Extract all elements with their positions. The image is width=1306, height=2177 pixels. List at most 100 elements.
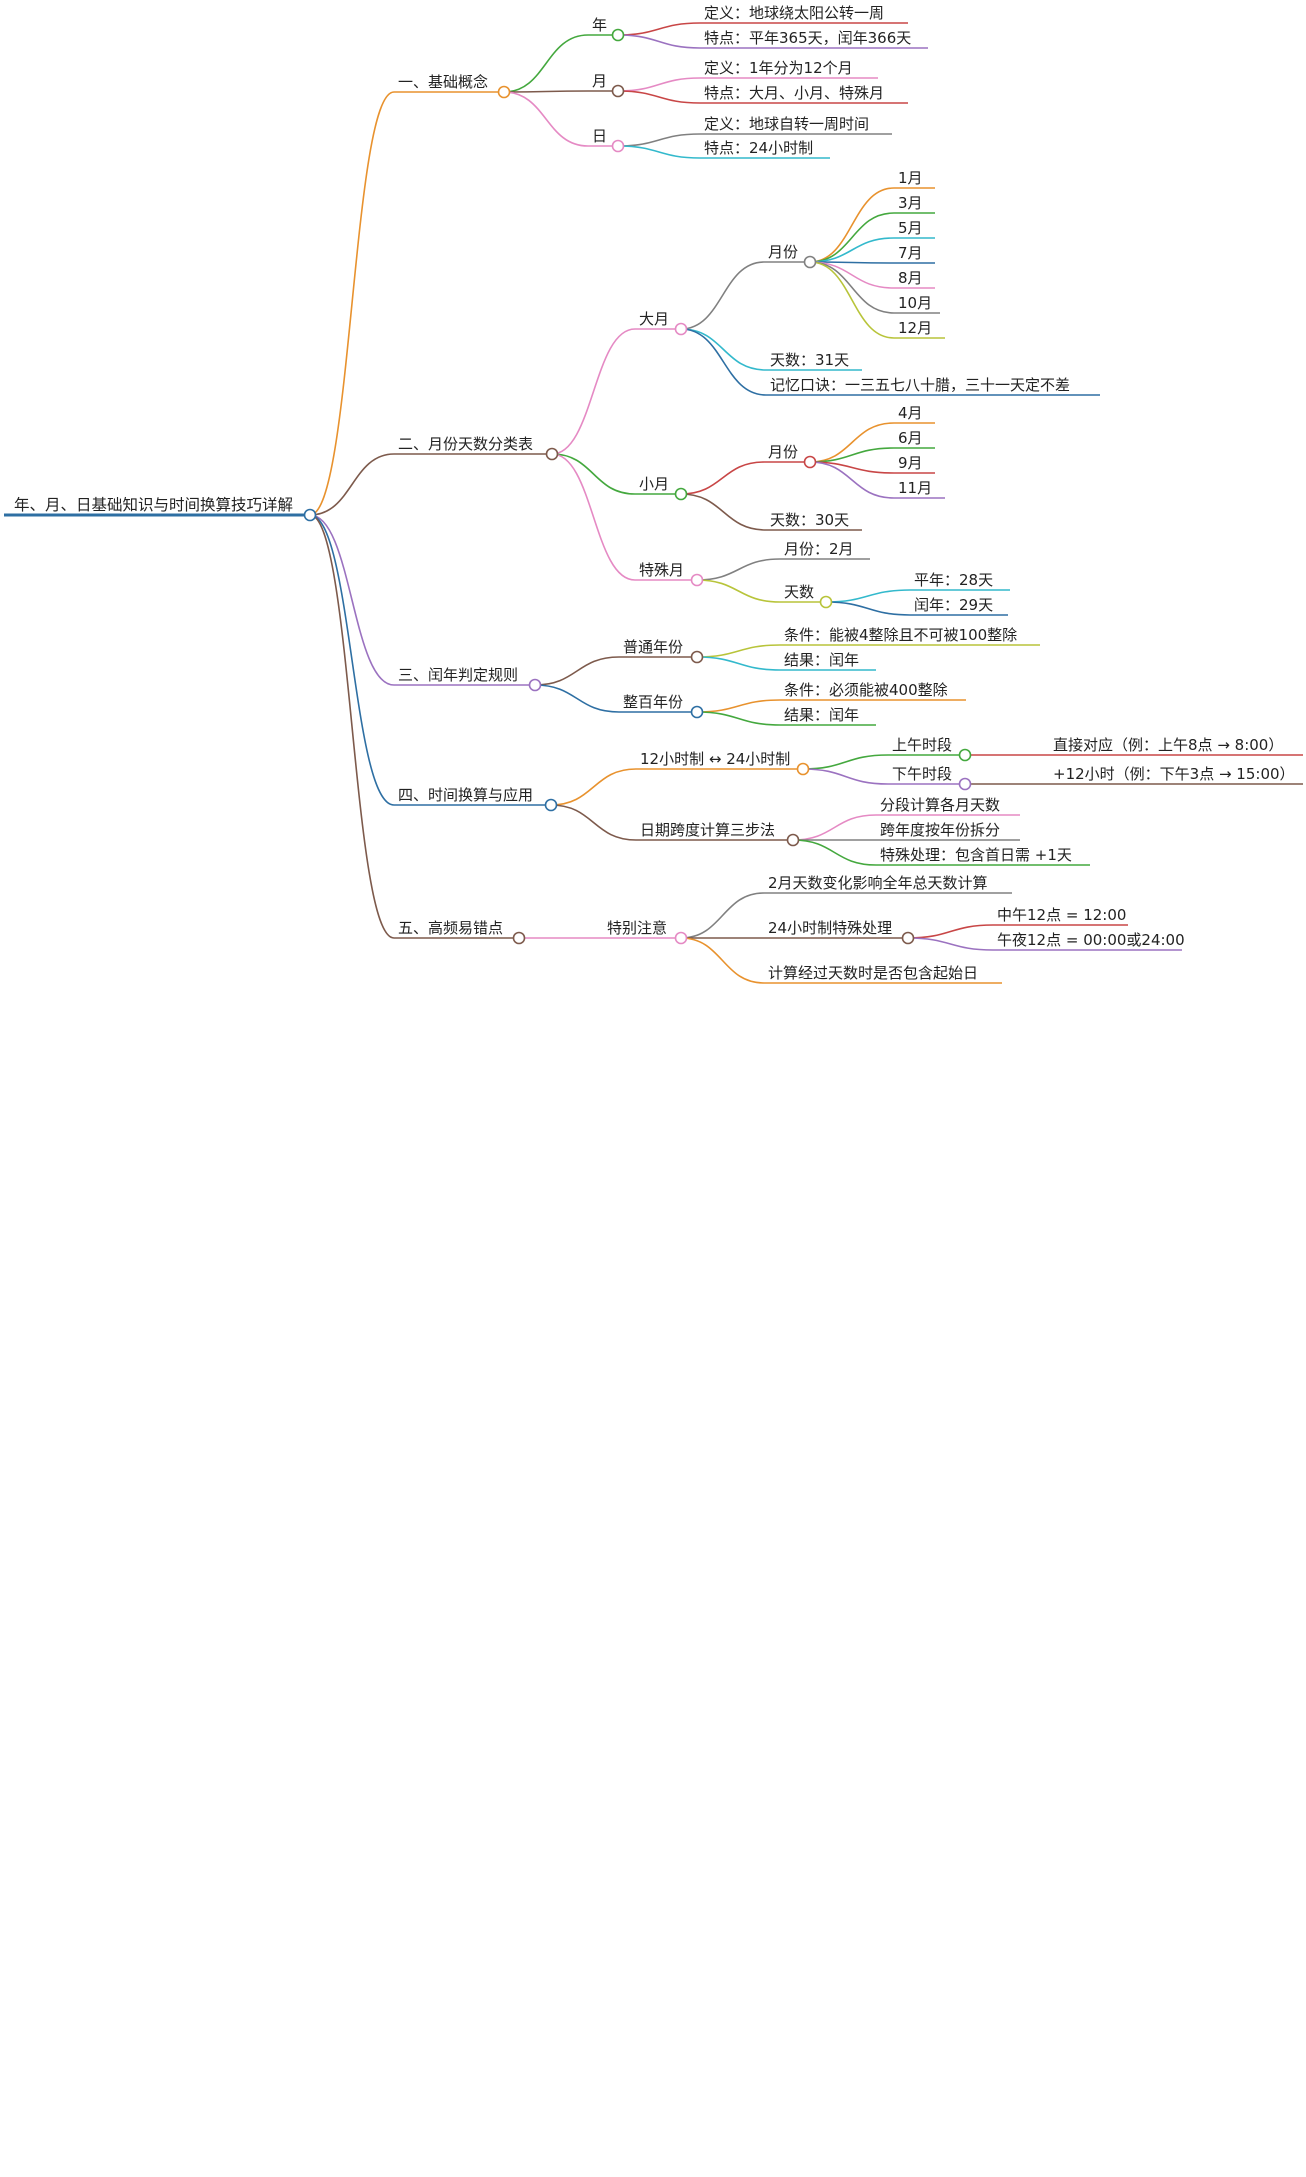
connector-n2-2 xyxy=(551,453,636,495)
node-label-n4-2: 日期跨度计算三步法 xyxy=(640,821,775,839)
node-label-n2-1-1-1: 1月 xyxy=(898,169,923,187)
collapse-toggle-n3-2[interactable] xyxy=(690,705,704,719)
connector-n4-1-1 xyxy=(802,754,889,770)
connector-n3-1-1 xyxy=(696,644,781,658)
connector-n2-3 xyxy=(551,453,636,581)
node-label-n2-1-1-5: 8月 xyxy=(898,269,923,287)
connector-n1 xyxy=(309,91,395,516)
collapse-toggle-root[interactable] xyxy=(303,508,317,522)
collapse-toggle-n5-1-2[interactable] xyxy=(901,931,915,945)
node-label-n2-3-2-2: 闰年：29天 xyxy=(914,596,993,614)
node-label-n2-1-2: 天数：31天 xyxy=(770,351,849,369)
node-label-n2-1-1: 月份 xyxy=(768,243,798,261)
collapse-toggle-n1-3[interactable] xyxy=(611,139,625,153)
node-label-n3-2-2: 结果：闰年 xyxy=(784,706,859,724)
node-label-n4: 四、时间换算与应用 xyxy=(398,786,533,804)
collapse-toggle-n5[interactable] xyxy=(512,931,526,945)
connector-n2-1-3 xyxy=(680,328,767,396)
collapse-toggle-n4-1-1[interactable] xyxy=(958,748,972,762)
node-label-n2-2-1-3: 9月 xyxy=(898,454,923,472)
collapse-toggle-n2-1[interactable] xyxy=(674,322,688,336)
node-label-n3-2-1: 条件：必须能被400整除 xyxy=(784,681,948,699)
collapse-toggle-n4-1[interactable] xyxy=(796,762,810,776)
connector-n1-2-2 xyxy=(617,90,701,104)
node-label-n2-2: 小月 xyxy=(639,475,669,493)
collapse-toggle-n2-3[interactable] xyxy=(690,573,704,587)
node-label-n1-2-1: 定义：1年分为12个月 xyxy=(704,59,853,77)
mindmap-nodes: 年、月、日基础知识与时间换算技巧详解一、基础概念年定义：地球绕太阳公转一周特点：… xyxy=(4,4,1303,984)
connector-n1-3-1 xyxy=(617,133,701,147)
node-label-n2-1-1-2: 3月 xyxy=(898,194,923,212)
connector-n4-2-3 xyxy=(792,839,877,866)
node-label-n2-1-1-3: 5月 xyxy=(898,219,923,237)
connector-n2-1-1-1 xyxy=(809,187,895,263)
node-label-n2-3-2-1: 平年：28天 xyxy=(914,571,993,589)
node-label-n4-1: 12小时制 ↔ 24小时制 xyxy=(640,750,790,768)
node-label-n1-3: 日 xyxy=(592,127,607,145)
collapse-toggle-n2-1-1[interactable] xyxy=(803,255,817,269)
connector-n5-1-2-2 xyxy=(907,937,994,951)
collapse-toggle-n3[interactable] xyxy=(528,678,542,692)
mindmap-edges xyxy=(309,22,1049,984)
connector-n2-3-2-2 xyxy=(825,601,911,616)
node-label-n2-2-1-1: 4月 xyxy=(898,404,923,422)
connector-n1-1-2 xyxy=(617,34,701,49)
collapse-toggle-n5-1[interactable] xyxy=(674,931,688,945)
node-label-n4-1-2-1: +12小时（例：下午3点 → 15:00） xyxy=(1053,765,1295,783)
collapse-toggle-n1-1[interactable] xyxy=(611,28,625,42)
connector-n2-1-1-5 xyxy=(809,261,895,289)
connector-n4 xyxy=(309,514,395,806)
collapse-toggle-n2[interactable] xyxy=(545,447,559,461)
connector-n3-2 xyxy=(534,684,620,713)
node-label-n2-2-2: 天数：30天 xyxy=(770,511,849,529)
node-label-n2-1-1-7: 12月 xyxy=(898,319,932,337)
node-label-n2-2-1-2: 6月 xyxy=(898,429,923,447)
node-label-n2-3: 特殊月 xyxy=(639,561,684,579)
node-label-n4-2-2: 跨年度按年份拆分 xyxy=(880,821,1000,839)
node-label-n5-1: 特别注意 xyxy=(607,919,667,937)
node-label-n3-1: 普通年份 xyxy=(623,638,683,656)
collapse-toggle-n2-2[interactable] xyxy=(674,487,688,501)
node-label-n2-3-2: 天数 xyxy=(784,583,814,601)
connector-n2-2-1 xyxy=(680,461,765,495)
node-label-n2-1-1-4: 7月 xyxy=(898,244,923,262)
node-label-n2-1-1-6: 10月 xyxy=(898,294,932,312)
node-label-n2-1: 大月 xyxy=(639,310,669,328)
node-label-n4-1-2: 下午时段 xyxy=(892,765,952,783)
node-label-n1-2-2: 特点：大月、小月、特殊月 xyxy=(704,84,884,102)
node-label-n5-1-3: 计算经过天数时是否包含起始日 xyxy=(768,964,978,982)
node-label-n3-2: 整百年份 xyxy=(623,693,683,711)
collapse-toggle-n1-2[interactable] xyxy=(611,84,625,98)
node-label-n5-1-1: 2月天数变化影响全年总天数计算 xyxy=(768,874,988,892)
connector-n2-1-1-2 xyxy=(809,212,895,263)
node-label-n4-1-1: 上午时段 xyxy=(892,736,952,754)
node-label-n5-1-2-2: 午夜12点 = 00:00或24:00 xyxy=(997,931,1185,949)
connector-n5 xyxy=(309,514,395,939)
node-label-n4-2-1: 分段计算各月天数 xyxy=(880,796,1000,814)
collapse-toggle-n3-1[interactable] xyxy=(690,650,704,664)
connector-n2-3-1 xyxy=(696,558,781,581)
connector-n5-1-1 xyxy=(680,892,765,939)
node-label-n1-3-2: 特点：24小时制 xyxy=(704,139,813,157)
collapse-toggle-n2-2-1[interactable] xyxy=(803,455,817,469)
connector-n1-1-1 xyxy=(617,22,701,36)
collapse-toggle-n4-2[interactable] xyxy=(786,833,800,847)
connector-n2-3-2 xyxy=(696,579,781,603)
collapse-toggle-n4[interactable] xyxy=(544,798,558,812)
collapse-toggle-n4-1-2[interactable] xyxy=(958,777,972,791)
node-label-n4-2-3: 特殊处理：包含首日需 +1天 xyxy=(880,846,1072,864)
connector-n4-1 xyxy=(550,768,637,806)
root-topic-label: 年、月、日基础知识与时间换算技巧详解 xyxy=(14,495,293,514)
node-label-n3: 三、闰年判定规则 xyxy=(398,666,518,684)
collapse-toggle-n2-3-2[interactable] xyxy=(819,595,833,609)
connector-n2 xyxy=(309,453,395,516)
node-label-n1-1-2: 特点：平年365天，闰年366天 xyxy=(704,29,911,47)
connector-n2-1-2 xyxy=(680,328,767,371)
connector-n2-2-1-1 xyxy=(809,422,895,463)
collapse-toggle-n1[interactable] xyxy=(497,85,511,99)
connector-n1-1 xyxy=(503,34,589,93)
node-label-n4-1-1-1: 直接对应（例：上午8点 → 8:00） xyxy=(1053,736,1283,754)
connector-n4-2 xyxy=(550,804,637,841)
connector-n1-3-2 xyxy=(617,145,701,159)
